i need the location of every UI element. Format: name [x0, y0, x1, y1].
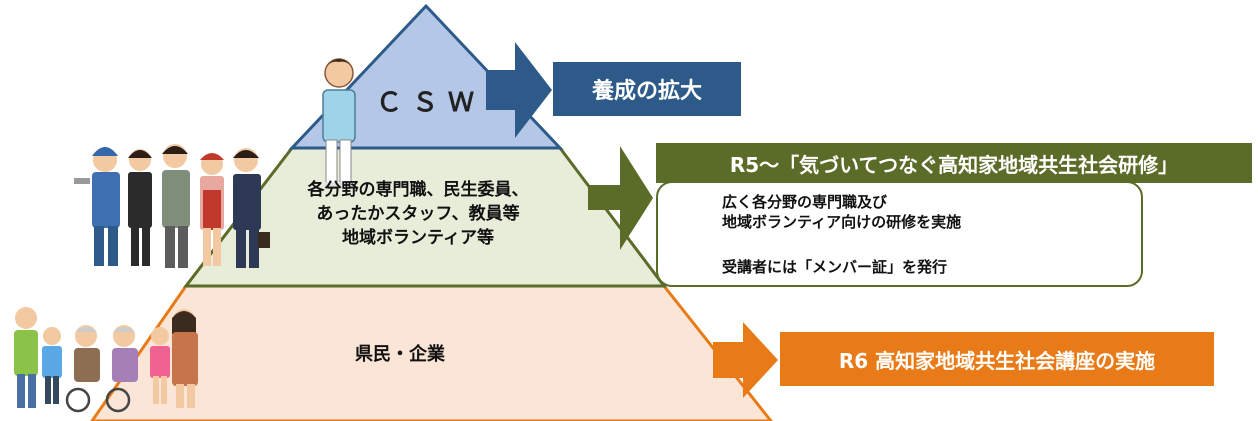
residents-illustration [14, 307, 198, 413]
r5-training-panel [656, 181, 1143, 287]
pyramid-bottom-label: 県民・企業 [355, 344, 445, 365]
arrow-middle [588, 146, 653, 250]
arrow-top [486, 42, 552, 138]
workers-illustration [74, 144, 270, 268]
pyramid-middle-line: 地域ボランティア等 [342, 228, 494, 248]
r5-point-2: 受講者には「メンバー証」を発行 [722, 258, 948, 276]
csw-person-illustration [322, 58, 356, 188]
pyramid-top-label: ＣＳＷ [375, 88, 484, 118]
r5-point-1-line: 広く各分野の専門職及び [722, 193, 888, 211]
r5-point-1-line: 地域ボランティア向けの研修を実施 [722, 213, 962, 231]
arrow-bottom [713, 322, 778, 398]
pyramid-middle-label: 各分野の専門職、民生委員、 あったかスタッフ、教員等 地域ボランティア等 [268, 178, 568, 250]
expand-training-box: 養成の拡大 [553, 62, 741, 116]
r5-point-1: 広く各分野の専門職及び 地域ボランティア向けの研修を実施 [722, 192, 961, 232]
r5-training-banner: R5～「気づいてつなぐ高知家地域共生社会研修」 [656, 143, 1252, 183]
r6-lecture-box: R6 高知家地域共生社会講座の実施 [780, 332, 1214, 386]
pyramid-middle-line: 各分野の専門職、民生委員、 [307, 180, 529, 200]
pyramid-middle-line: あったかスタッフ、教員等 [316, 204, 520, 224]
